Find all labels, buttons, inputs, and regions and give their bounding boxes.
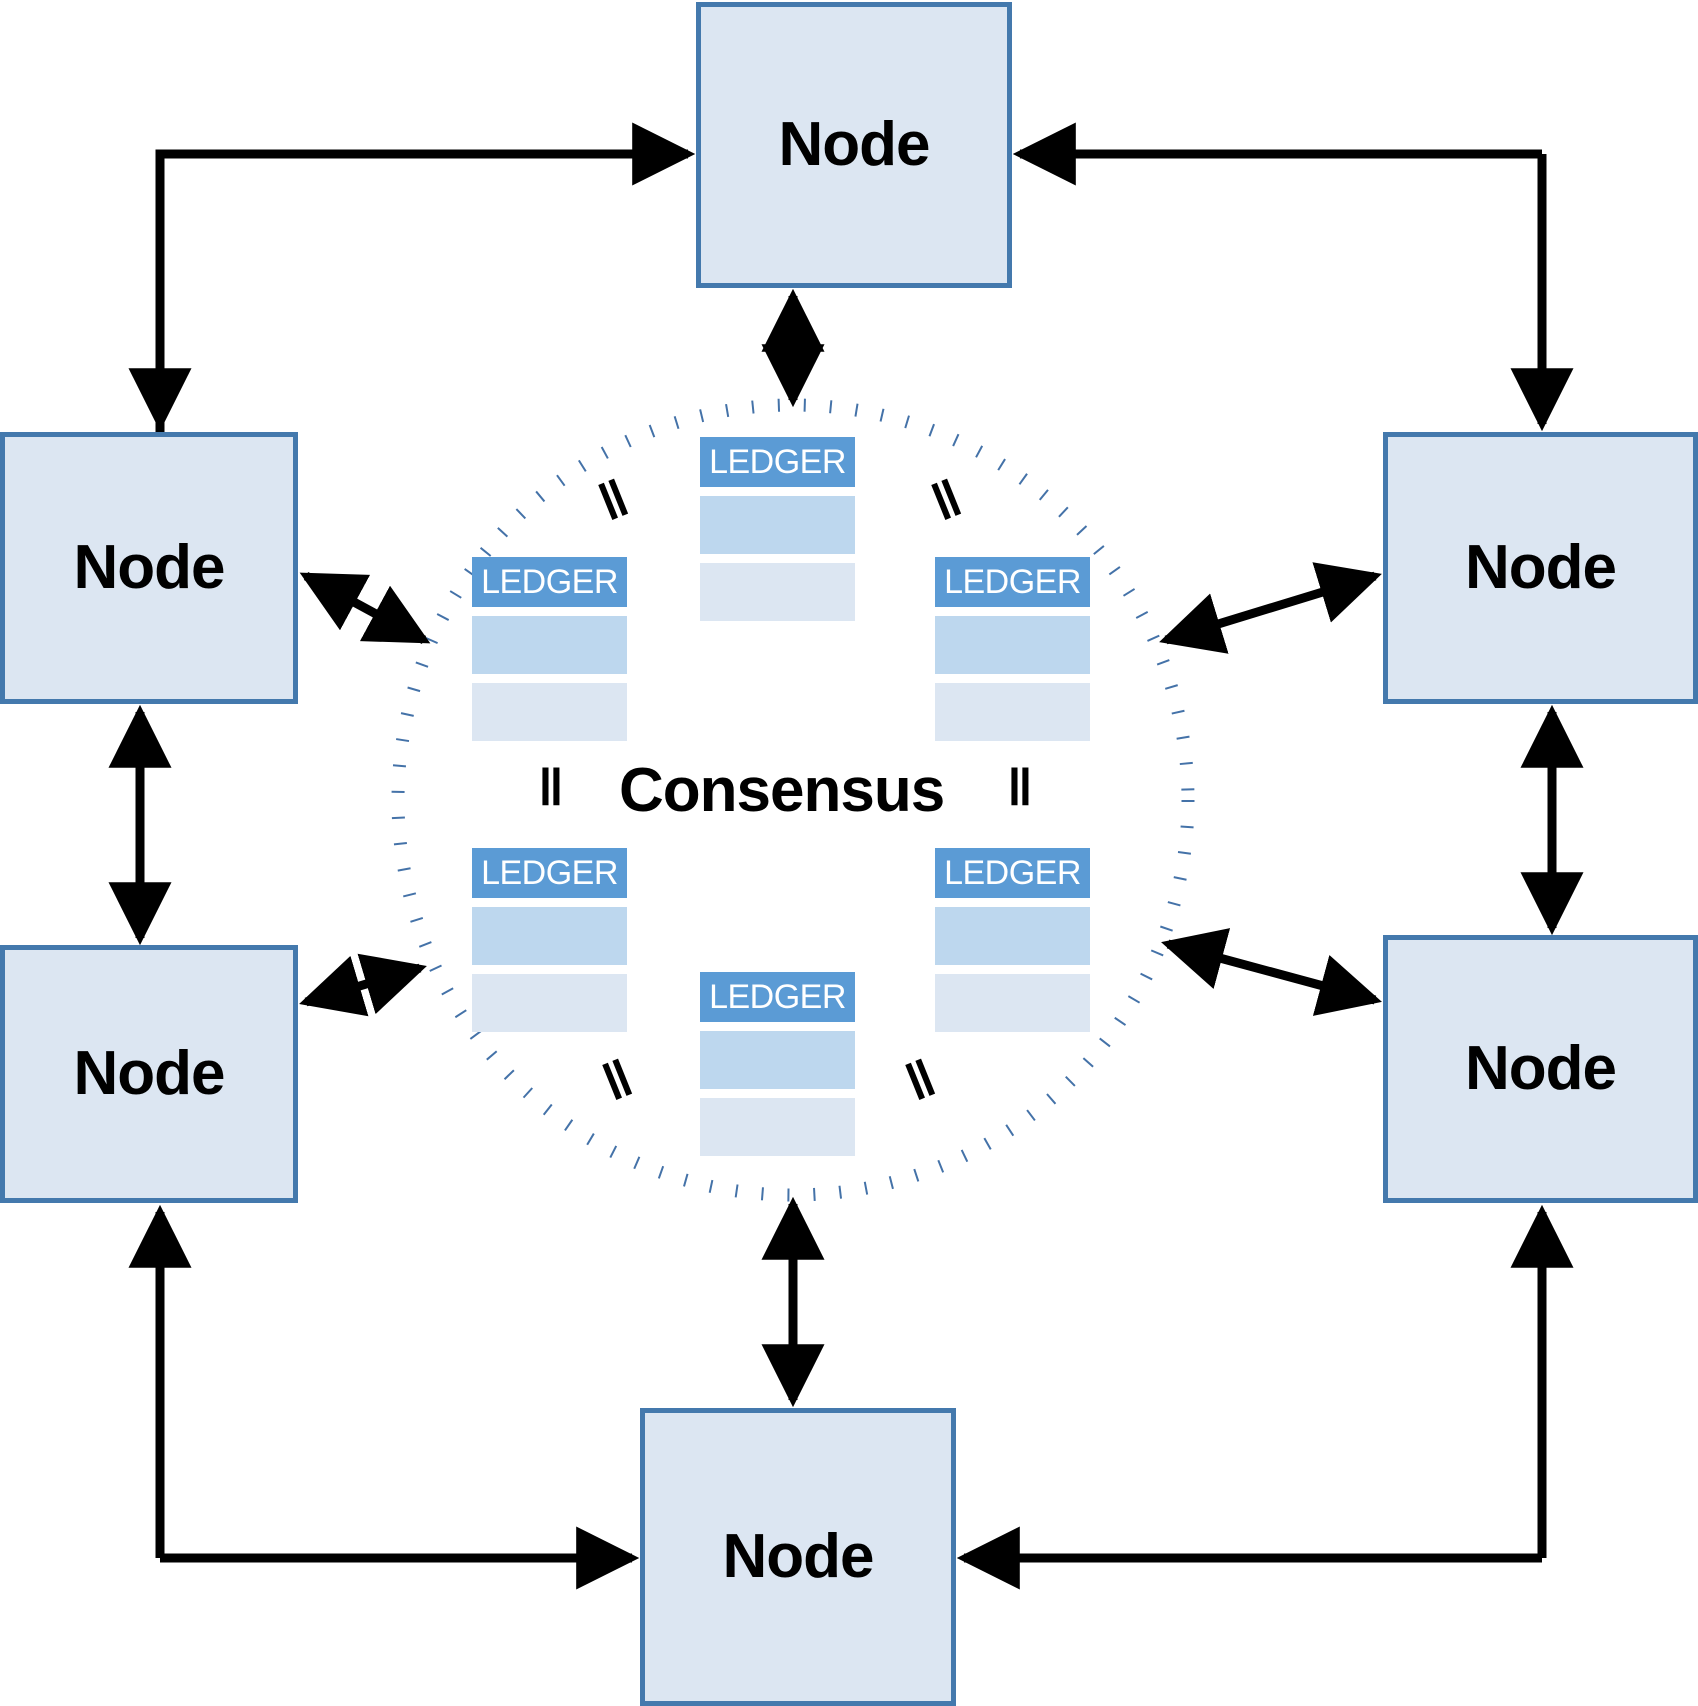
ledger-bar-secondary bbox=[700, 1098, 855, 1156]
ledger-upper-right[interactable]: LEDGER bbox=[935, 557, 1090, 741]
node-box-top[interactable]: Node bbox=[696, 2, 1012, 288]
ledger-header-label: LEDGER bbox=[700, 437, 855, 487]
ledger-top[interactable]: LEDGER bbox=[700, 437, 855, 621]
ledger-upper-left[interactable]: LEDGER bbox=[472, 557, 627, 741]
connector-right-lower-to-circle bbox=[1161, 928, 1382, 1016]
ledger-lower-right[interactable]: LEDGER bbox=[935, 848, 1090, 1032]
ledger-bar-secondary bbox=[935, 683, 1090, 741]
node-box-bottom[interactable]: Node bbox=[640, 1408, 956, 1706]
ledger-bar-secondary bbox=[700, 563, 855, 621]
connector-left-lower-to-circle bbox=[299, 953, 427, 1017]
ledger-header-label: LEDGER bbox=[700, 972, 855, 1022]
node-box-left-lower[interactable]: Node bbox=[0, 945, 298, 1203]
connector-left-upper-to-circle bbox=[299, 572, 431, 644]
ledger-bar-primary bbox=[472, 907, 627, 965]
ledger-header-label: LEDGER bbox=[472, 557, 627, 607]
ledger-bar-primary bbox=[935, 907, 1090, 965]
ledger-header-label: LEDGER bbox=[935, 557, 1090, 607]
ledger-header-label: LEDGER bbox=[935, 848, 1090, 898]
ledger-lower-left[interactable]: LEDGER bbox=[472, 848, 627, 1032]
ledger-bar-primary bbox=[700, 1031, 855, 1089]
node-label: Node bbox=[73, 533, 226, 602]
equals-mark-mid-left: ‖ bbox=[538, 759, 564, 817]
ledger-bar-secondary bbox=[472, 683, 627, 741]
equals-mark-mid-right: ‖ bbox=[1007, 759, 1033, 817]
node-label: Node bbox=[1465, 533, 1617, 602]
consensus-circle bbox=[391, 398, 1195, 1202]
node-label: Node bbox=[778, 110, 931, 179]
node-box-left-upper[interactable]: Node bbox=[0, 432, 298, 704]
node-box-right-upper[interactable]: Node bbox=[1383, 432, 1698, 704]
ledger-bottom[interactable]: LEDGER bbox=[700, 972, 855, 1156]
node-box-right-lower[interactable]: Node bbox=[1383, 935, 1698, 1203]
ledger-bar-primary bbox=[472, 616, 627, 674]
ledger-bar-primary bbox=[700, 496, 855, 554]
node-label: Node bbox=[1465, 1034, 1617, 1103]
consensus-label: Consensus bbox=[619, 756, 945, 825]
connector-topleft bbox=[155, 122, 696, 432]
ledger-header-label: LEDGER bbox=[472, 848, 627, 898]
ledger-bar-primary bbox=[935, 616, 1090, 674]
ledger-bar-secondary bbox=[935, 974, 1090, 1032]
ledger-bar-secondary bbox=[472, 974, 627, 1032]
connector-right-upper-to-circle bbox=[1159, 562, 1382, 654]
node-label: Node bbox=[73, 1039, 226, 1108]
node-label: Node bbox=[722, 1522, 875, 1591]
